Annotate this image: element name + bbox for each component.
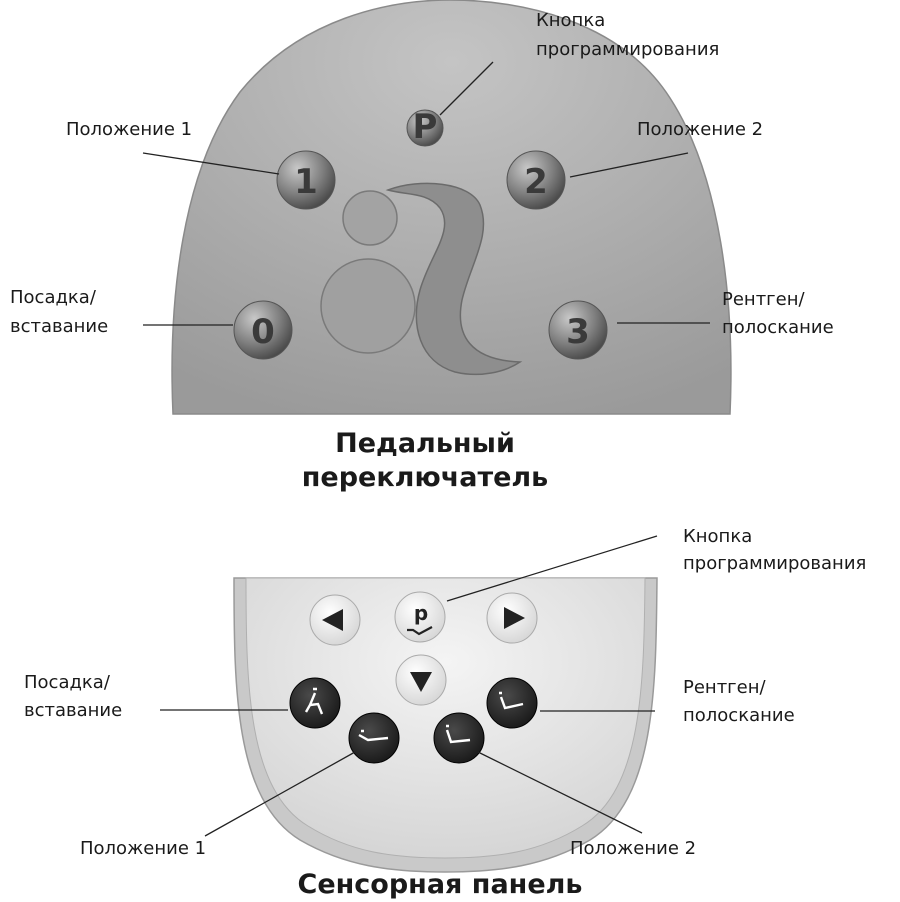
foot-seat-button[interactable]: 0 xyxy=(234,301,292,359)
foot-seat-label-line2: вставание xyxy=(10,316,108,337)
pad-seat-button[interactable] xyxy=(290,678,340,728)
foot-position2-button-label: 2 xyxy=(524,162,548,202)
pad-seat-label-line1: Посадка/ xyxy=(24,672,111,693)
foot-position2-button[interactable]: 2 xyxy=(507,151,565,209)
foot-position1-label: Положение 1 xyxy=(66,119,192,140)
pad-xray-label-line1: Рентген/ xyxy=(683,677,766,698)
pad-program-button[interactable]: p xyxy=(395,592,445,642)
pad-left-arrow-button[interactable] xyxy=(310,595,360,645)
pad-right-arrow-button[interactable] xyxy=(487,593,537,643)
foot-position1-button[interactable]: 1 xyxy=(277,151,335,209)
pad-position1-button[interactable] xyxy=(349,713,399,763)
pad-program-label-line1: Кнопка xyxy=(683,526,752,547)
pad-position2-label: Положение 2 xyxy=(570,838,696,859)
foot-position1-button-label: 1 xyxy=(294,162,318,202)
touch-pad: p xyxy=(24,526,866,900)
foot-switch: P 1 2 0 3 Кнопка программирования Положе… xyxy=(10,0,834,493)
foot-program-button-label: P xyxy=(413,107,438,147)
foot-xray-label-line1: Рентген/ xyxy=(722,289,805,310)
foot-seat-button-label: 0 xyxy=(251,312,275,352)
pad-position1-label: Положение 1 xyxy=(80,838,206,859)
foot-program-label-line2: программирования xyxy=(536,39,719,60)
pad-seat-label-line2: вставание xyxy=(24,700,122,721)
foot-xray-label-line2: полоскание xyxy=(722,317,834,338)
foot-seat-label-line1: Посадка/ xyxy=(10,287,97,308)
foot-xray-button-label: 3 xyxy=(566,312,590,352)
pad-down-arrow-button[interactable] xyxy=(396,655,446,705)
foot-program-label-line1: Кнопка xyxy=(536,10,605,31)
pad-program-label-line2: программирования xyxy=(683,553,866,574)
foot-switch-title-line1: Педальный xyxy=(335,428,515,459)
foot-position2-label: Положение 2 xyxy=(637,119,763,140)
pad-position2-button[interactable] xyxy=(434,713,484,763)
foot-switch-title-line2: переключатель xyxy=(302,462,549,493)
pad-program-button-label: p xyxy=(414,601,428,625)
pad-xray-button[interactable] xyxy=(487,678,537,728)
touch-pad-title: Сенсорная панель xyxy=(298,869,583,900)
foot-xray-button[interactable]: 3 xyxy=(549,301,607,359)
pad-xray-label-line2: полоскание xyxy=(683,705,795,726)
